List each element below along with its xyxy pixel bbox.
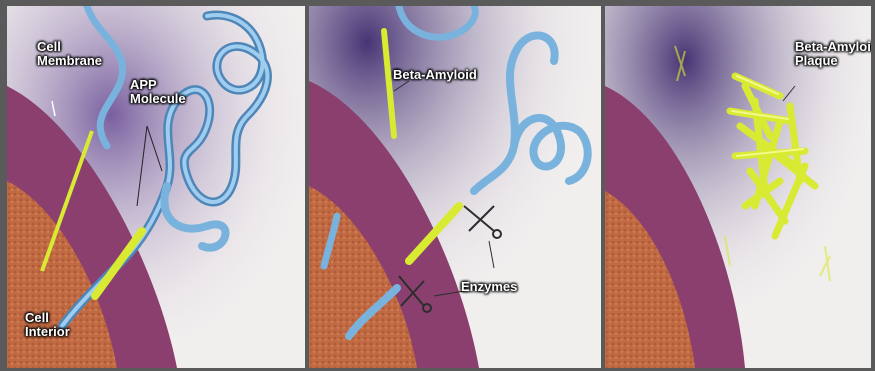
label-line: Cell — [37, 40, 102, 54]
label-beta-amyloid-plaque: Beta-Amyloid Plaque — [795, 40, 871, 68]
label-line: Cell — [25, 311, 70, 325]
label-beta-amyloid: Beta-Amyloid — [393, 68, 477, 82]
panel-enzyme-cleavage: Beta-Amyloid Enzymes — [309, 6, 601, 368]
label-line: Beta-Amyloid — [795, 40, 871, 54]
label-line: Interior — [25, 325, 70, 339]
label-enzymes: Enzymes — [461, 280, 517, 294]
panel-2-illustration — [309, 6, 601, 368]
label-line: APP — [130, 78, 186, 92]
label-line: Plaque — [795, 54, 871, 68]
label-line: Membrane — [37, 54, 102, 68]
label-line: Molecule — [130, 92, 186, 106]
label-app-molecule: APP Molecule — [130, 78, 186, 106]
label-cell-membrane: Cell Membrane — [37, 40, 102, 68]
panel-plaque-formation: Beta-Amyloid Plaque — [605, 6, 871, 368]
label-cell-interior: Cell Interior — [25, 311, 70, 339]
panel-app-in-membrane: Cell Membrane APP Molecule Cell Interior — [7, 6, 305, 368]
